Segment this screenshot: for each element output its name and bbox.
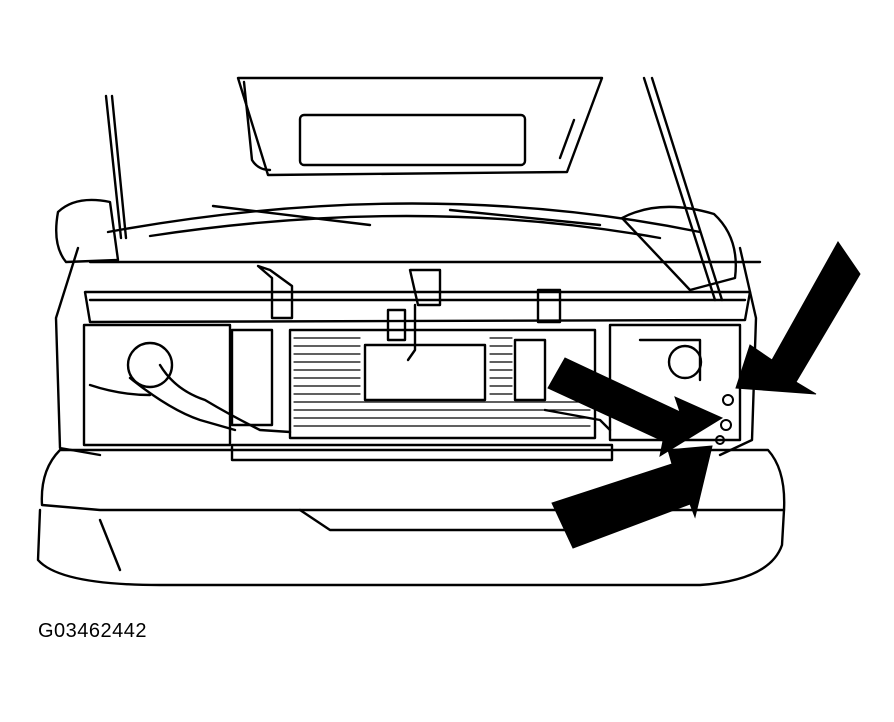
hood-prop-rods (104, 76, 724, 302)
wiring-harness (158, 363, 612, 434)
callout-arrows (547, 241, 861, 549)
cowl (106, 202, 702, 240)
upper-fender-caps (55, 198, 737, 292)
arrow-icon (735, 241, 861, 395)
front-bumper (36, 448, 786, 587)
arrow-icon (551, 445, 713, 549)
fasteners (715, 394, 734, 445)
radiator-fins (293, 337, 591, 427)
hood (236, 76, 604, 177)
arrow-icon (547, 357, 724, 458)
headlamps (88, 328, 703, 432)
figure-id-label: G03462442 (38, 620, 148, 642)
